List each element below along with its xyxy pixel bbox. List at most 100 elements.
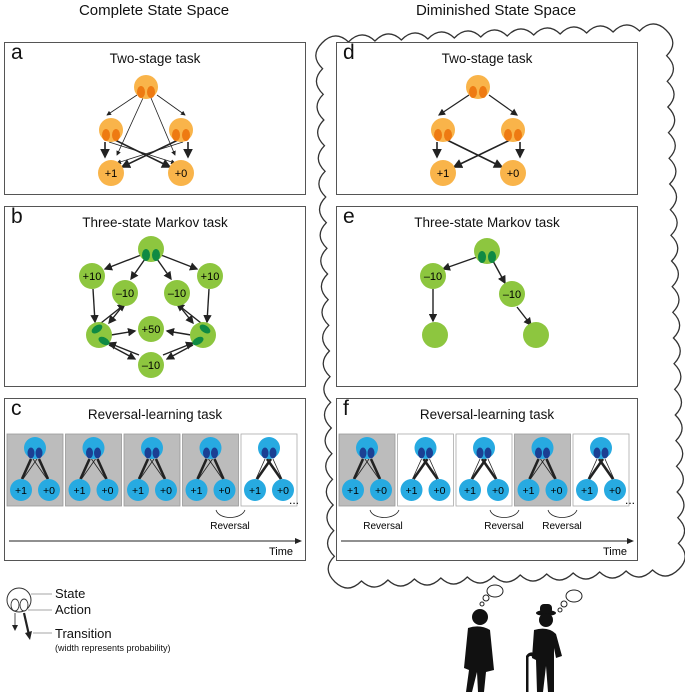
transition-arrows — [428, 256, 532, 327]
legend-transition-icon — [22, 612, 31, 636]
state-node — [590, 437, 612, 459]
transition-arrow — [96, 458, 108, 480]
transition-arrow — [587, 458, 605, 480]
legend-graphic — [6, 587, 52, 640]
transition-arrow — [255, 458, 273, 480]
action-node — [426, 447, 433, 459]
panel-b: b Three-state Markov task — [4, 205, 306, 387]
reward-label: +1 — [464, 485, 476, 497]
action-node — [484, 447, 492, 459]
thought-bubbles — [479, 584, 583, 613]
action-node — [418, 447, 425, 459]
transition-arrow — [545, 458, 557, 480]
panel-title: Three-state Markov task — [82, 215, 228, 230]
panel-title: Two-stage task — [441, 51, 533, 66]
action-node — [359, 447, 367, 459]
trial-box: +1 +0 — [182, 433, 239, 507]
action-node — [269, 447, 277, 459]
reward-label: +1 — [191, 485, 203, 497]
state-node — [141, 437, 163, 459]
state-node — [79, 263, 105, 289]
action-node — [144, 447, 152, 459]
outcome-state — [428, 479, 451, 501]
reward-label: +0 — [277, 485, 289, 497]
action-node — [86, 447, 93, 459]
reward-label: +0 — [43, 485, 55, 497]
panel-letter: e — [343, 205, 355, 228]
transition-arrow — [540, 458, 555, 480]
state-node — [420, 263, 446, 289]
action-node — [601, 447, 609, 459]
transition-arrows — [100, 94, 193, 168]
transition-arrow — [604, 458, 615, 480]
panel-title: Reversal-learning task — [87, 407, 223, 422]
outcome-state — [576, 479, 598, 501]
trial-box: +1+0 — [338, 433, 396, 507]
outcome-state — [155, 479, 177, 501]
value-label: –10 — [116, 288, 134, 300]
reversal-label: Reversal — [363, 521, 402, 532]
trial-boxes: +1+0+1+0+1+0+1+0+1+0 — [338, 433, 630, 507]
state-top — [138, 236, 164, 262]
reward-label: +1 — [347, 485, 359, 497]
elderly-people-illustration — [464, 584, 583, 692]
transition-arrow — [20, 458, 33, 480]
reward-label: +1 — [249, 485, 261, 497]
transition-arrow — [352, 458, 365, 480]
reversal-diagram-diminished: +1+0+1+0+1+0+1+0+1+0 Reversal Reversal R… — [338, 433, 635, 558]
action-node — [94, 447, 101, 459]
state-node — [473, 437, 495, 459]
trial-box: +1 +0 — [6, 433, 64, 507]
reward-label: +0 — [492, 485, 504, 497]
header-diminished-state-space: Diminished State Space — [415, 2, 577, 19]
two-stage-diagram: +1 +0 — [98, 75, 194, 186]
reversal-label: Reversal — [484, 521, 523, 532]
outcome-state — [38, 479, 60, 501]
state-top — [134, 75, 158, 99]
state-left-choice — [86, 322, 112, 348]
action-node — [261, 447, 269, 459]
transition-arrows — [90, 254, 212, 360]
reward-label: +1 — [581, 485, 593, 497]
transition-arrow — [412, 458, 429, 480]
reward-label: +1 — [15, 485, 27, 497]
state-node — [112, 280, 138, 306]
value-label: +10 — [83, 271, 102, 283]
state-left — [431, 118, 455, 142]
leaf-state-1 — [430, 160, 456, 186]
reward-label: +0 — [551, 485, 563, 497]
legend-action-icon — [10, 598, 20, 612]
trial-box: +1+0 — [397, 433, 454, 507]
transition-arrow — [487, 458, 498, 480]
outcome-state — [68, 479, 91, 501]
state-node — [499, 281, 525, 307]
reversal-arrow — [215, 509, 246, 518]
reward-label: +1 — [74, 485, 86, 497]
transition-arrow — [32, 458, 48, 480]
transition-arrow — [429, 458, 439, 480]
outcome-state — [10, 479, 32, 501]
panel-d: d Two-stage task +1 — [336, 41, 638, 195]
panel-letter: d — [343, 41, 355, 64]
reward-label: +0 — [219, 485, 231, 497]
transition-arrows — [432, 94, 525, 168]
transition-arrow — [91, 458, 106, 480]
action-node — [152, 447, 160, 459]
outcome-state — [185, 479, 208, 501]
outcome-state — [487, 479, 509, 501]
outcome-state — [96, 479, 119, 501]
reward-label: +0 — [102, 485, 114, 497]
transition-arrow — [81, 458, 96, 480]
reward-label: +1 — [132, 485, 144, 497]
state-node — [138, 316, 164, 342]
outcome-state — [342, 479, 364, 501]
panel-e: e Three-state Markov task –10 –10 — [336, 205, 638, 387]
transition-arrow — [213, 458, 225, 480]
transition-arrow — [154, 458, 167, 480]
panel-a: a Two-stage task — [4, 41, 306, 195]
reward-label: +1 — [105, 168, 118, 180]
state-node — [138, 352, 164, 378]
action-node — [476, 447, 484, 459]
value-label: +10 — [201, 271, 220, 283]
reward-label: +1 — [437, 168, 450, 180]
